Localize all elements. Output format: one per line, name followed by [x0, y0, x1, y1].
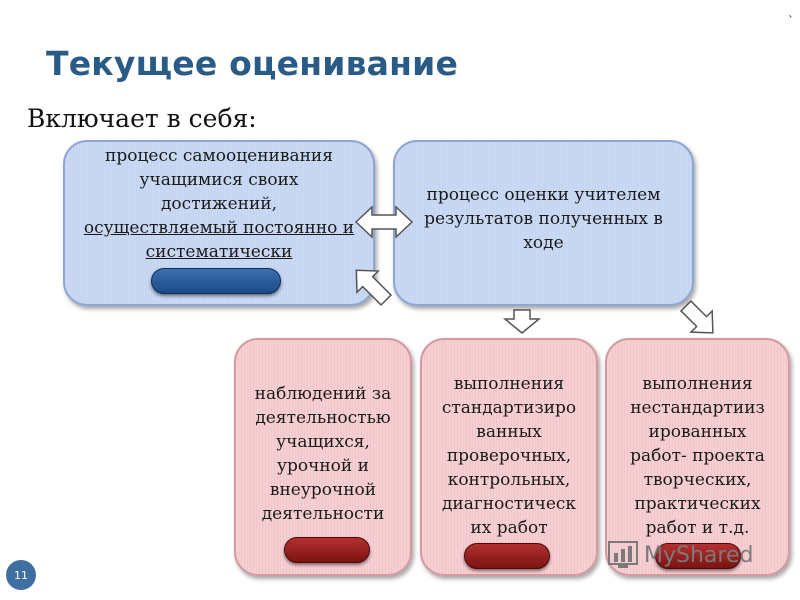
arrow-down-icon: [502, 309, 542, 334]
nonstandard-work-line: ированных: [648, 422, 747, 442]
observations-line: деятельностью: [255, 408, 391, 428]
self-assessment-pill: [151, 268, 281, 294]
observations-line: наблюдений за: [254, 384, 392, 404]
observations-line: деятельности: [261, 504, 385, 524]
teacher-assessment-text: процесс оценки учителем результатов полу…: [424, 183, 663, 255]
standard-work-box: выполнения стандартизиро ванных провероч…: [420, 338, 598, 576]
teacher-assessment-line: процесс оценки учителем: [426, 185, 661, 205]
standard-work-line: стандартизиро: [441, 398, 577, 418]
watermark: MyShared: [608, 537, 753, 573]
observations-line: внеурочной: [269, 480, 377, 500]
standard-work-line: диагностическ: [441, 494, 577, 514]
teacher-assessment-box: процесс оценки учителем результатов полу…: [393, 140, 694, 306]
standard-work-pill: [464, 543, 550, 569]
slide-subtitle: Включает в себя:: [27, 104, 257, 133]
page-number-badge: 11: [6, 560, 36, 590]
standard-work-line: их работ: [470, 518, 548, 538]
nonstandard-work-line: работ- проекта: [630, 446, 765, 466]
slide-title: Текущее оценивание: [46, 44, 459, 83]
nonstandard-work-text: выполнения нестандартииз ированных работ…: [630, 372, 765, 540]
nonstandard-work-line: работ и т.д.: [645, 518, 750, 538]
observations-pill: [284, 537, 370, 563]
observations-text: наблюдений за деятельностью учащихся, ур…: [255, 382, 392, 526]
corner-mark: `: [788, 14, 794, 28]
nonstandard-work-line: выполнения: [642, 374, 753, 394]
observations-line: учащихся,: [276, 432, 370, 452]
standard-work-line: выполнения: [453, 374, 565, 394]
self-assessment-box: процесс самооценивания учащимися своих д…: [63, 140, 375, 306]
chart-icon: [608, 541, 638, 568]
nonstandard-work-line: практических: [634, 494, 761, 514]
self-assessment-line: достижений,: [160, 194, 278, 214]
standard-work-line: ванных: [476, 422, 542, 442]
self-assessment-line: процесс самооценивания: [105, 146, 333, 166]
self-assessment-line: систематически: [145, 242, 293, 262]
watermark-text: MyShared: [644, 542, 754, 568]
teacher-assessment-line: результатов полученных в: [424, 209, 663, 229]
teacher-assessment-line: ходе: [523, 233, 564, 253]
self-assessment-text: процесс самооценивания учащимися своих д…: [84, 144, 354, 264]
observations-line: урочной и: [276, 456, 369, 476]
nonstandard-work-line: творческих,: [643, 470, 752, 490]
nonstandard-work-line: нестандартииз: [630, 398, 765, 418]
self-assessment-line: учащимися своих: [139, 170, 299, 190]
nonstandard-work-pill: [655, 543, 741, 569]
standard-work-line: контрольных,: [447, 470, 571, 490]
standard-work-text: выполнения стандартизиро ванных провероч…: [442, 372, 576, 540]
self-assessment-line: осуществляемый постоянно и: [83, 218, 355, 238]
standard-work-line: проверочных,: [446, 446, 572, 466]
arrow-down-right-icon: [679, 299, 714, 334]
observations-box: наблюдений за деятельностью учащихся, ур…: [234, 338, 412, 576]
nonstandard-work-box: выполнения нестандартииз ированных работ…: [605, 338, 790, 576]
